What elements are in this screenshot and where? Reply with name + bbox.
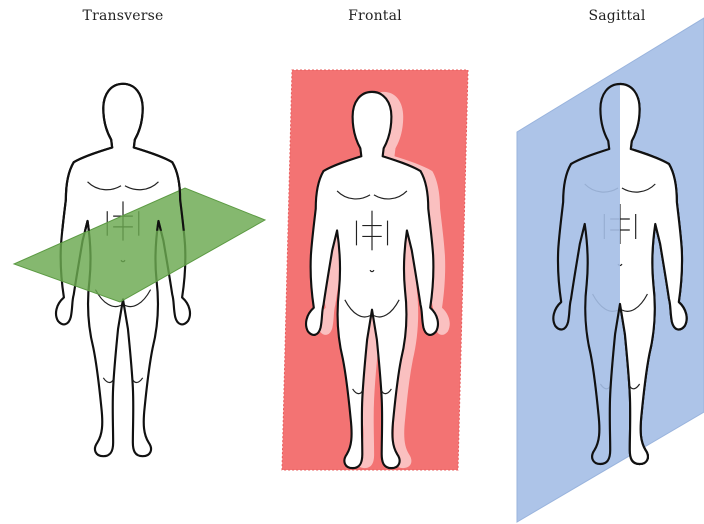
- sagittal-panel: [517, 18, 704, 522]
- frontal-panel: [282, 70, 468, 470]
- transverse-panel: [14, 84, 265, 456]
